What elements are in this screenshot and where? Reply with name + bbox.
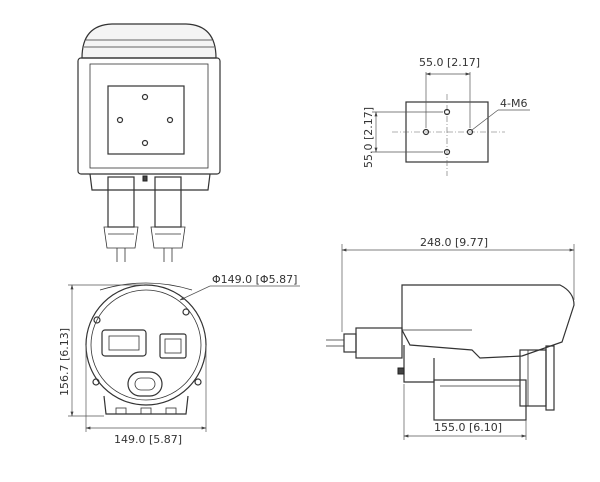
cable-nut-right [150,226,186,249]
front-base-foot-2 [140,407,152,415]
front-screw-2 [182,308,190,316]
top-view-housing [77,57,221,175]
front-ir-led [164,338,182,354]
bracket-view: 55.0 [2.17] 55.0 [2.17] 4-M6 [362,56,530,176]
cable-gland-right [154,176,182,228]
front-sensor-pill-inner [134,377,156,391]
front-diameter-leader [179,285,211,301]
side-connector [355,327,403,359]
side-lens-barrel [519,349,547,407]
side-base-label: 155.0 [6.10] [434,421,502,434]
side-connector-cap [343,333,357,353]
front-diameter-label: Φ149.0 [Φ5.87] [212,273,297,286]
front-housing-inner [90,289,202,401]
side-lens-front [545,345,555,411]
top-view [77,23,221,262]
front-lens-glass [108,335,140,351]
front-screw-3 [92,378,100,386]
top-view-mount-plate [107,85,185,155]
bracket-screws-label: 4-M6 [500,97,527,110]
front-sensor-pill [127,371,163,397]
cable-nut-left [103,226,139,249]
front-view: Φ149.0 [Φ5.87] 156.7 [6.13] 149.0 [5.87] [58,273,300,446]
side-view: 248.0 [9.77] 155.0 [6.10] [326,236,575,440]
mount-hole-left [116,116,124,124]
cable-gland-left [107,176,135,228]
front-hood-top [99,282,193,291]
top-view-hood [81,23,217,59]
front-width-label: 149.0 [5.87] [114,433,182,446]
top-view-housing-inner [89,63,209,169]
side-housing-body [401,284,575,359]
side-screw [397,367,405,375]
front-lens-window [101,329,147,357]
front-screw-1 [93,316,101,324]
front-base-foot-3 [165,407,177,415]
top-view-screw [142,175,148,182]
front-base-foot-1 [115,407,127,415]
bracket-hole-left [422,128,430,136]
mount-hole-top [141,93,149,101]
side-base-bracket [433,379,527,421]
bracket-hole-right [466,128,474,136]
mount-hole-bottom [141,139,149,147]
bracket-hole-bottom [443,148,451,156]
side-length-label: 248.0 [9.77] [420,236,488,249]
front-screw-4 [194,378,202,386]
bracket-dim-v-label: 55.0 [2.17] [362,107,375,168]
front-ir-window [159,333,187,359]
front-height-label: 156.7 [6.13] [58,328,71,396]
mount-hole-right [166,116,174,124]
bracket-dim-h-label: 55.0 [2.17] [419,56,480,69]
bracket-hole-top [443,108,451,116]
bracket-leader [471,109,499,131]
side-lower-body [403,345,435,383]
top-view-bottom-lip [89,173,211,191]
